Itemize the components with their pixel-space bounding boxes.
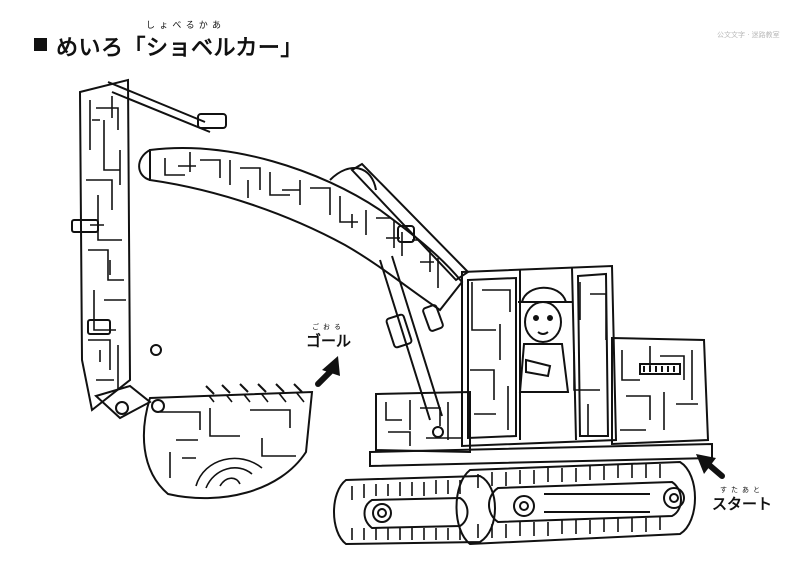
start-arrow-icon (696, 454, 725, 479)
goal-label: ごおる ゴール (306, 323, 351, 350)
title-ruby: しょべるかあ (146, 21, 226, 31)
start-label: すたあと スタート (712, 486, 772, 513)
goal-ruby: ごおる (312, 323, 345, 331)
bucket-maze (142, 383, 314, 500)
left-track-maze (333, 474, 496, 546)
operator-figure (518, 286, 572, 393)
start-text: スタート (712, 495, 773, 513)
hydraulic-cylinders (350, 162, 470, 438)
boom-maze (138, 147, 464, 312)
publisher-credit: 公文⽂字 · 迷路教室 (717, 31, 780, 39)
cab-maze (461, 264, 618, 448)
goal-arrow-icon (315, 356, 340, 387)
right-track-maze (455, 460, 696, 546)
goal-text: ゴール (306, 332, 352, 350)
page-title: めいろ「ショベルカー」 (56, 36, 303, 61)
bullet-square-icon (34, 38, 47, 51)
arm-maze (71, 78, 227, 420)
start-ruby: すたあと (720, 486, 764, 494)
